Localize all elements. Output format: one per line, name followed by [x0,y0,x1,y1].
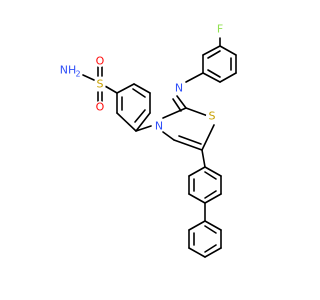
bond [188,220,206,231]
bond [204,225,217,234]
bond [133,83,151,94]
bond [207,50,221,59]
bond [173,139,203,151]
svg-text:F: F [217,23,223,36]
svg-text:O: O [96,101,105,114]
bond [204,247,222,258]
imine-nitrogen-atom: N [173,82,185,95]
bond [132,88,146,98]
fluorine-atom: F [214,23,226,36]
bond [188,193,206,204]
bond [204,244,217,253]
bond [204,166,222,177]
atom-labels: F N S N S O O NH 2 [60,23,226,133]
sulfonyl-oxygen-top-atom: O [94,55,106,68]
svg-text:N: N [175,82,183,95]
bond [207,69,221,78]
bond [188,166,206,177]
bond [202,72,221,83]
sulfonyl-sulfur-atom: S [94,78,106,91]
bond [162,131,175,141]
bond [104,85,118,94]
svg-text:2: 2 [75,70,80,79]
svg-text:S: S [209,110,216,123]
bond [82,74,95,81]
bond [201,149,206,168]
bond [185,72,204,83]
bond [135,112,151,132]
sulfonyl-oxygen-bottom-atom: O [94,101,106,114]
bond [176,95,187,109]
thiazole-sulfur-atom: S [206,110,218,123]
svg-text:O: O [96,55,105,68]
bond [162,107,187,119]
thiazole-nitrogen-atom: N [153,120,165,133]
bond [188,247,206,258]
bond [204,190,217,199]
bond [204,220,222,231]
bond [219,72,237,83]
bond [135,125,152,132]
svg-text:S: S [97,78,104,91]
bond [185,107,209,117]
bond [178,135,202,145]
svg-text:NH: NH [60,64,77,77]
bond [116,83,135,94]
molecule-structure-diagram: F N S N S O O NH 2 [60,23,237,258]
bond [172,98,182,112]
bond [202,45,221,56]
bond [134,109,146,123]
bonds [82,37,237,258]
bond [201,124,215,151]
amine-group: NH 2 [60,64,82,79]
bond [204,193,222,204]
bond [204,171,217,180]
svg-text:N: N [155,120,163,133]
bond [219,45,237,56]
bond [116,112,137,132]
